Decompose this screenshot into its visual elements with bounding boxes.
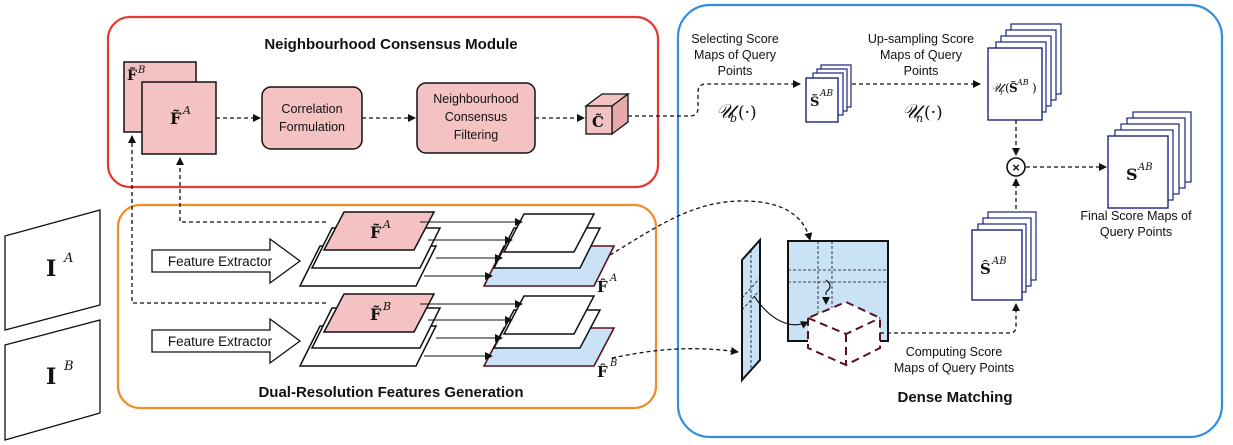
fine-a-sup: A — [609, 273, 617, 284]
arrow-tensor-to-selection — [628, 80, 801, 117]
final-s-sup: AB — [1137, 162, 1153, 173]
computing-line-1: Computing Score — [906, 345, 1003, 359]
fine-feature-stack-b: F̂ B — [482, 295, 617, 381]
image-a-sup: A — [63, 251, 73, 266]
ncm-feature-a: F̃ A — [141, 81, 217, 155]
coarse-a-label: F̃ — [370, 223, 382, 242]
ncm-module-box — [106, 15, 660, 189]
nc-line-3: Filtering — [454, 128, 499, 142]
nc-line-2: Consensus — [445, 110, 508, 124]
feature-extractor-b-label: Feature Extractor — [168, 334, 273, 349]
ncm-feature-a-label: F̃ — [170, 109, 182, 128]
ub-subscript: b — [730, 112, 737, 125]
query-feature-plane — [741, 237, 761, 383]
multiply-node: × — [1006, 157, 1026, 177]
ur-open: ( — [1005, 81, 1010, 95]
ub-operator: 𝒰 b (·) — [716, 99, 757, 125]
coarse-b-sup: B — [382, 300, 391, 313]
un-operator: 𝒰 n (·) — [902, 99, 943, 125]
arrow-volume-to-hat — [880, 303, 1020, 334]
upsampling-line-3: Points — [904, 64, 939, 78]
correlation-tensor-label: C̃ — [592, 113, 604, 131]
reference-feature-volume — [787, 240, 889, 367]
arrow-coarse-a-to-ncm — [176, 157, 326, 223]
image-a-label: I — [46, 256, 56, 282]
final-line-2: Query Points — [1100, 225, 1172, 239]
computing-line-2: Maps of Query Points — [894, 361, 1014, 375]
fine-feature-stack-a: F̂ A — [482, 213, 617, 296]
nc-line-1: Neighbourhood — [433, 92, 519, 106]
ur-sup: AB — [1016, 78, 1029, 87]
final-score-maps: S AB — [1107, 111, 1192, 209]
un-subscript: n — [916, 112, 923, 125]
correlation-formulation-box: Correlation Formulation — [261, 86, 363, 150]
ncm-title: Neighbourhood Consensus Module — [264, 36, 517, 53]
upsampling-line-1: Up-sampling Score — [868, 32, 974, 46]
multiply-symbol: × — [1012, 160, 1020, 175]
s-tilde-sup: AB — [819, 89, 833, 99]
input-image-b: I B — [4, 319, 101, 441]
ncm-feature-b-label: F̃ — [127, 66, 137, 84]
un-argument: (·) — [924, 103, 943, 123]
feature-stack-a: F̃ A — [298, 211, 442, 287]
selecting-line-1: Selecting Score — [691, 32, 779, 46]
correlation-line-1: Correlation — [281, 102, 342, 116]
fine-b-sup: B — [609, 358, 617, 369]
dual-title: Dual-Resolution Features Generation — [258, 384, 523, 401]
ur-s-tilde: S̃ — [1009, 80, 1018, 95]
selecting-line-2: Maps of Query — [694, 48, 777, 62]
s-hat-sup: AB — [991, 256, 1007, 267]
selected-score-maps: S̃ AB — [805, 64, 852, 123]
ncm-feature-b-sup: B — [137, 65, 145, 76]
s-tilde-label: S̃ — [810, 94, 819, 110]
fine-a-label: F̂ — [597, 278, 608, 296]
dual-module-box — [116, 203, 658, 410]
arrow-coarse-b-to-ncm — [128, 135, 326, 304]
ur-subscript: r — [1000, 88, 1005, 97]
arrow-query-to-volume — [753, 295, 809, 329]
correlation-line-2: Formulation — [279, 120, 345, 134]
image-b-label: I — [46, 364, 56, 390]
final-s-label: S — [1126, 165, 1138, 184]
dense-title: Dense Matching — [897, 389, 1012, 406]
hat-score-maps: Ŝ AB — [971, 211, 1037, 301]
coarse-b-label: F̃ — [370, 305, 382, 324]
upsampled-score-maps: 𝒰 r ( S̃ AB ) — [987, 23, 1062, 121]
feature-extractor-a: Feature Extractor — [151, 237, 302, 285]
nc-filtering-box: Neighbourhood Consensus Filtering — [416, 82, 536, 154]
feature-extractor-b: Feature Extractor — [151, 317, 302, 365]
coarse-a-sup: A — [382, 218, 391, 231]
selecting-line-3: Points — [718, 64, 753, 78]
feature-stack-b: F̃ B — [298, 293, 442, 367]
correlation-tensor-cube: C̃ — [584, 92, 630, 136]
arrow-fine-b-to-dense — [611, 347, 739, 359]
fine-b-label: F̂ — [597, 363, 608, 381]
ur-close: ) — [1032, 81, 1037, 95]
s-hat-label: Ŝ — [980, 260, 991, 278]
image-b-sup: B — [63, 359, 74, 374]
final-line-1: Final Score Maps of — [1080, 209, 1192, 223]
ub-argument: (·) — [738, 103, 757, 123]
upsampling-line-2: Maps of Query — [880, 48, 963, 62]
ncm-feature-a-sup: A — [182, 104, 191, 117]
input-image-a: I A — [4, 209, 101, 331]
dense-module-box — [676, 3, 1224, 439]
arrow-fine-a-to-dense — [609, 200, 813, 256]
feature-extractor-a-label: Feature Extractor — [168, 254, 273, 269]
